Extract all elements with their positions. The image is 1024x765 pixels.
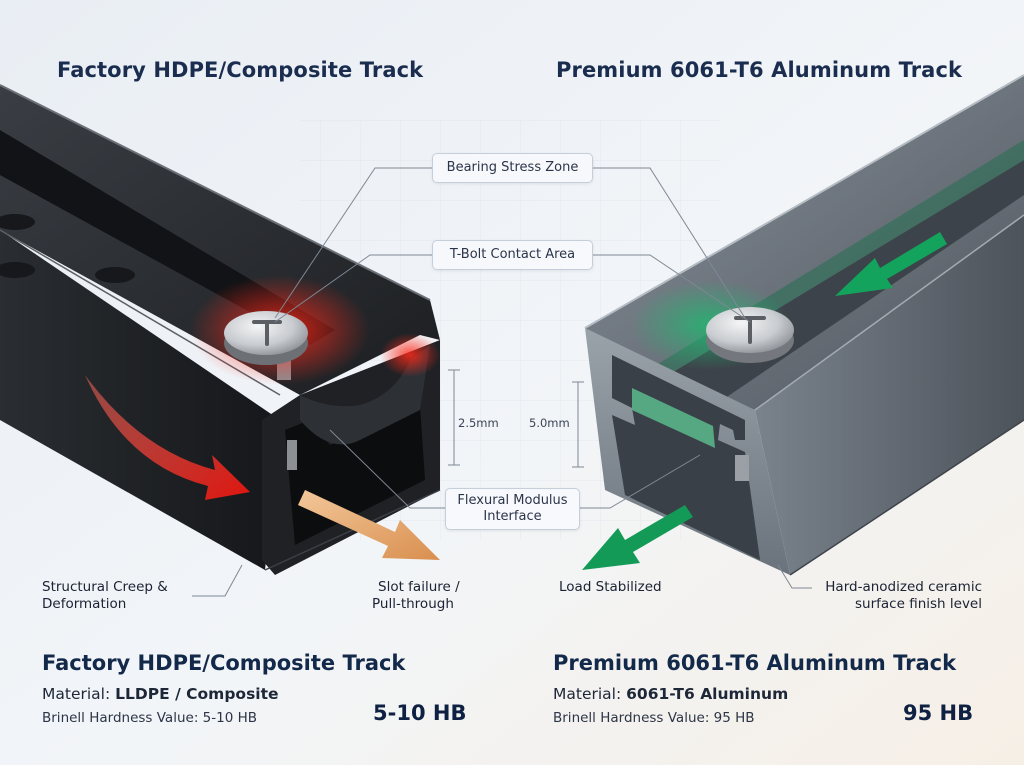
label-surface-finish: Hard-anodized ceramic surface finish lev… [812,579,982,613]
hardness-value-left: 5-10 HB [373,701,467,725]
material-value-left: LLDPE / Composite [115,685,279,703]
hardness-value-right: 95 HB [903,701,974,725]
label-slot-line2: Pull-through [372,596,454,612]
header-left: Factory HDPE/Composite Track [57,58,424,82]
slot-failure-arrow-icon [298,490,440,560]
label-creep-line2: Deformation [42,596,127,612]
bottom-title-right: Premium 6061-T6 Aluminum Track [553,651,957,675]
load-arrow-icon [582,505,693,570]
hardness-label-left: Brinell Hardness Value: 5-10 HB [42,710,257,726]
label-slot-line1: Slot failure / [378,579,460,595]
hardness-label-right: Brinell Hardness Value: 95 HB [553,710,755,726]
leader-lines [192,167,812,597]
label-structural-creep: Structural Creep & Deformation [42,579,168,613]
material-label-right: Material: [553,685,622,703]
material-value-right: 6061-T6 Aluminum [626,685,789,703]
material-left: Material: LLDPE / Composite [42,685,279,703]
callout-flexural-modulus: Flexural Modulus Interface [445,488,580,530]
label-finish-line2: surface finish level [855,596,982,612]
callout-tbolt-contact: T-Bolt Contact Area [432,240,593,270]
dimension-left: 2.5mm [458,416,499,430]
creep-arrow-icon [85,375,250,500]
bottom-title-left: Factory HDPE/Composite Track [42,651,406,675]
slide-arrow-icon [835,232,947,296]
t-bolt-icon-right [706,307,794,363]
header-right: Premium 6061-T6 Aluminum Track [556,58,963,82]
t-bolt-icon-left [224,311,308,365]
callout-bearing-stress: Bearing Stress Zone [432,153,593,183]
material-right: Material: 6061-T6 Aluminum [553,685,788,703]
label-finish-line1: Hard-anodized ceramic [825,579,982,595]
material-label-left: Material: [42,685,111,703]
label-load-stabilized: Load Stabilized [559,579,662,595]
callout-flexural-line2: Interface [483,509,542,524]
dimension-right: 5.0mm [529,416,570,430]
callout-flexural-line1: Flexural Modulus [457,493,568,508]
label-slot-failure: Slot failure / Pull-through [372,579,460,613]
label-creep-line1: Structural Creep & [42,579,168,595]
